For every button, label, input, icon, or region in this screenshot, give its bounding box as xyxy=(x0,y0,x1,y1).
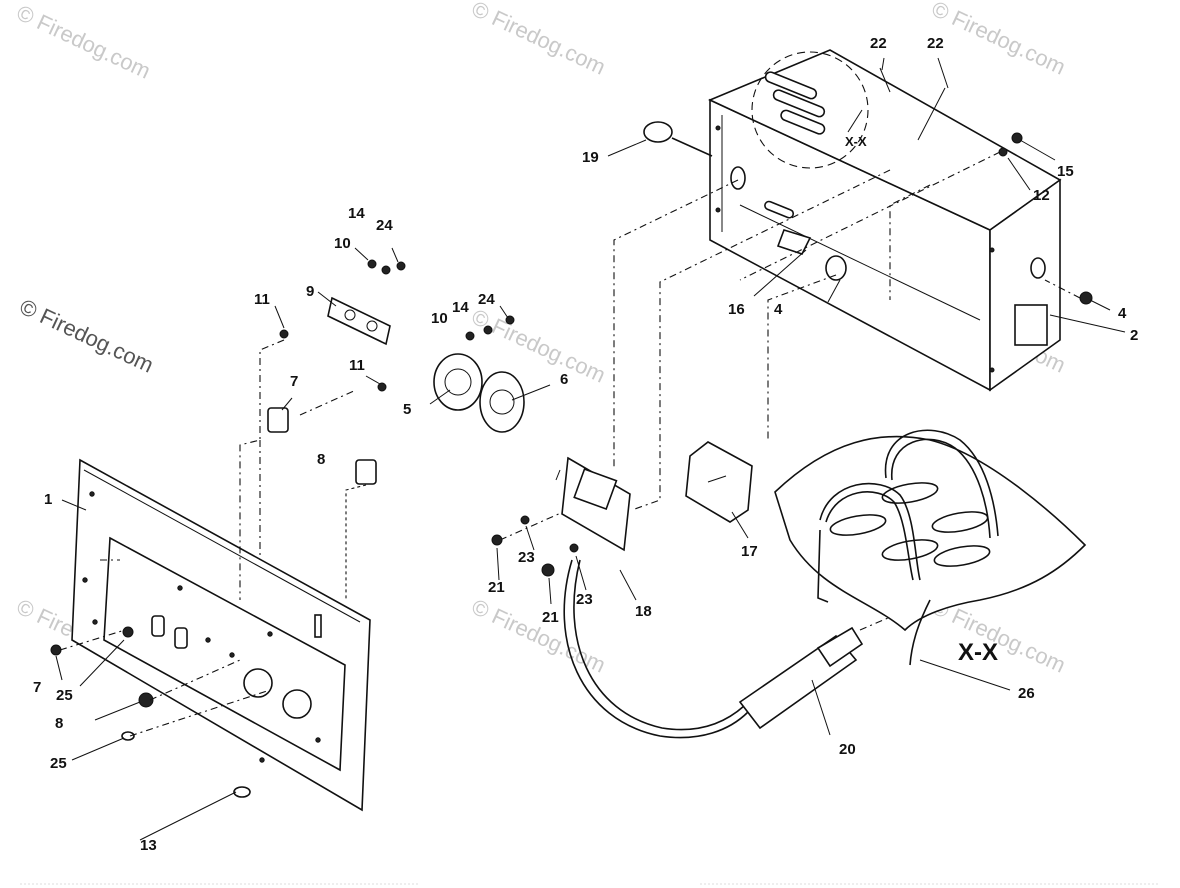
callout-14: 14 xyxy=(452,299,469,316)
front-panel xyxy=(71,458,371,812)
control-box xyxy=(708,49,1062,392)
callout-24: 24 xyxy=(376,217,393,234)
callout-10: 10 xyxy=(334,235,351,252)
left-hardware xyxy=(50,259,525,798)
callout-8: 8 xyxy=(317,451,325,468)
callout-25: 25 xyxy=(56,687,73,704)
callout-11: 11 xyxy=(254,291,270,308)
assembly-guides-left xyxy=(59,339,367,737)
watermark: © Firedog.com xyxy=(16,294,158,378)
callout-4: 4 xyxy=(774,301,783,318)
brush-assembly xyxy=(563,559,864,739)
callout-18: 18 xyxy=(635,603,652,620)
leader-lines xyxy=(55,57,1126,841)
rectifier xyxy=(555,456,631,552)
callout-6: 6 xyxy=(560,371,568,388)
rectifier-fasteners xyxy=(491,515,579,577)
section-label-large: X-X xyxy=(958,639,998,666)
callout-5: 5 xyxy=(403,401,411,418)
callout-14: 14 xyxy=(348,205,365,222)
capacitor xyxy=(685,441,753,523)
section-label-small: X-X xyxy=(845,134,867,149)
callout-22: 22 xyxy=(870,35,887,52)
callout-7: 7 xyxy=(33,679,41,696)
watermark: © Firedog.com xyxy=(928,0,1070,80)
callout-23: 23 xyxy=(576,591,593,608)
callout-17: 17 xyxy=(741,543,758,560)
callout-1: 1 xyxy=(44,491,52,508)
callout-8: 8 xyxy=(55,715,63,732)
callout-21: 21 xyxy=(542,609,559,626)
callout-20: 20 xyxy=(839,741,856,758)
rotor-section xyxy=(774,429,1087,666)
watermark: © Firedog.com xyxy=(13,0,155,84)
watermark: © Firedog.com xyxy=(468,0,610,80)
callout-26: 26 xyxy=(1018,685,1035,702)
callout-12: 12 xyxy=(1033,187,1050,204)
callout-21: 21 xyxy=(488,579,505,596)
callout-9: 9 xyxy=(306,283,314,300)
callout-25: 25 xyxy=(50,755,67,772)
callout-13: 13 xyxy=(140,837,157,854)
callout-22: 22 xyxy=(927,35,944,52)
callout-24: 24 xyxy=(478,291,495,308)
callout-23: 23 xyxy=(518,549,535,566)
callout-4: 4 xyxy=(1118,305,1127,322)
callout-7: 7 xyxy=(290,373,298,390)
watermark: © Firedog.com xyxy=(468,304,610,388)
callout-2: 2 xyxy=(1130,327,1138,344)
callout-16: 16 xyxy=(728,301,745,318)
callout-15: 15 xyxy=(1057,163,1074,180)
callout-10: 10 xyxy=(431,310,448,327)
callout-labels: 1 2 4 4 5 6 7 7 8 8 9 10 10 11 11 12 13 … xyxy=(33,35,1138,854)
callout-11: 11 xyxy=(349,357,365,374)
callout-19: 19 xyxy=(582,149,599,166)
